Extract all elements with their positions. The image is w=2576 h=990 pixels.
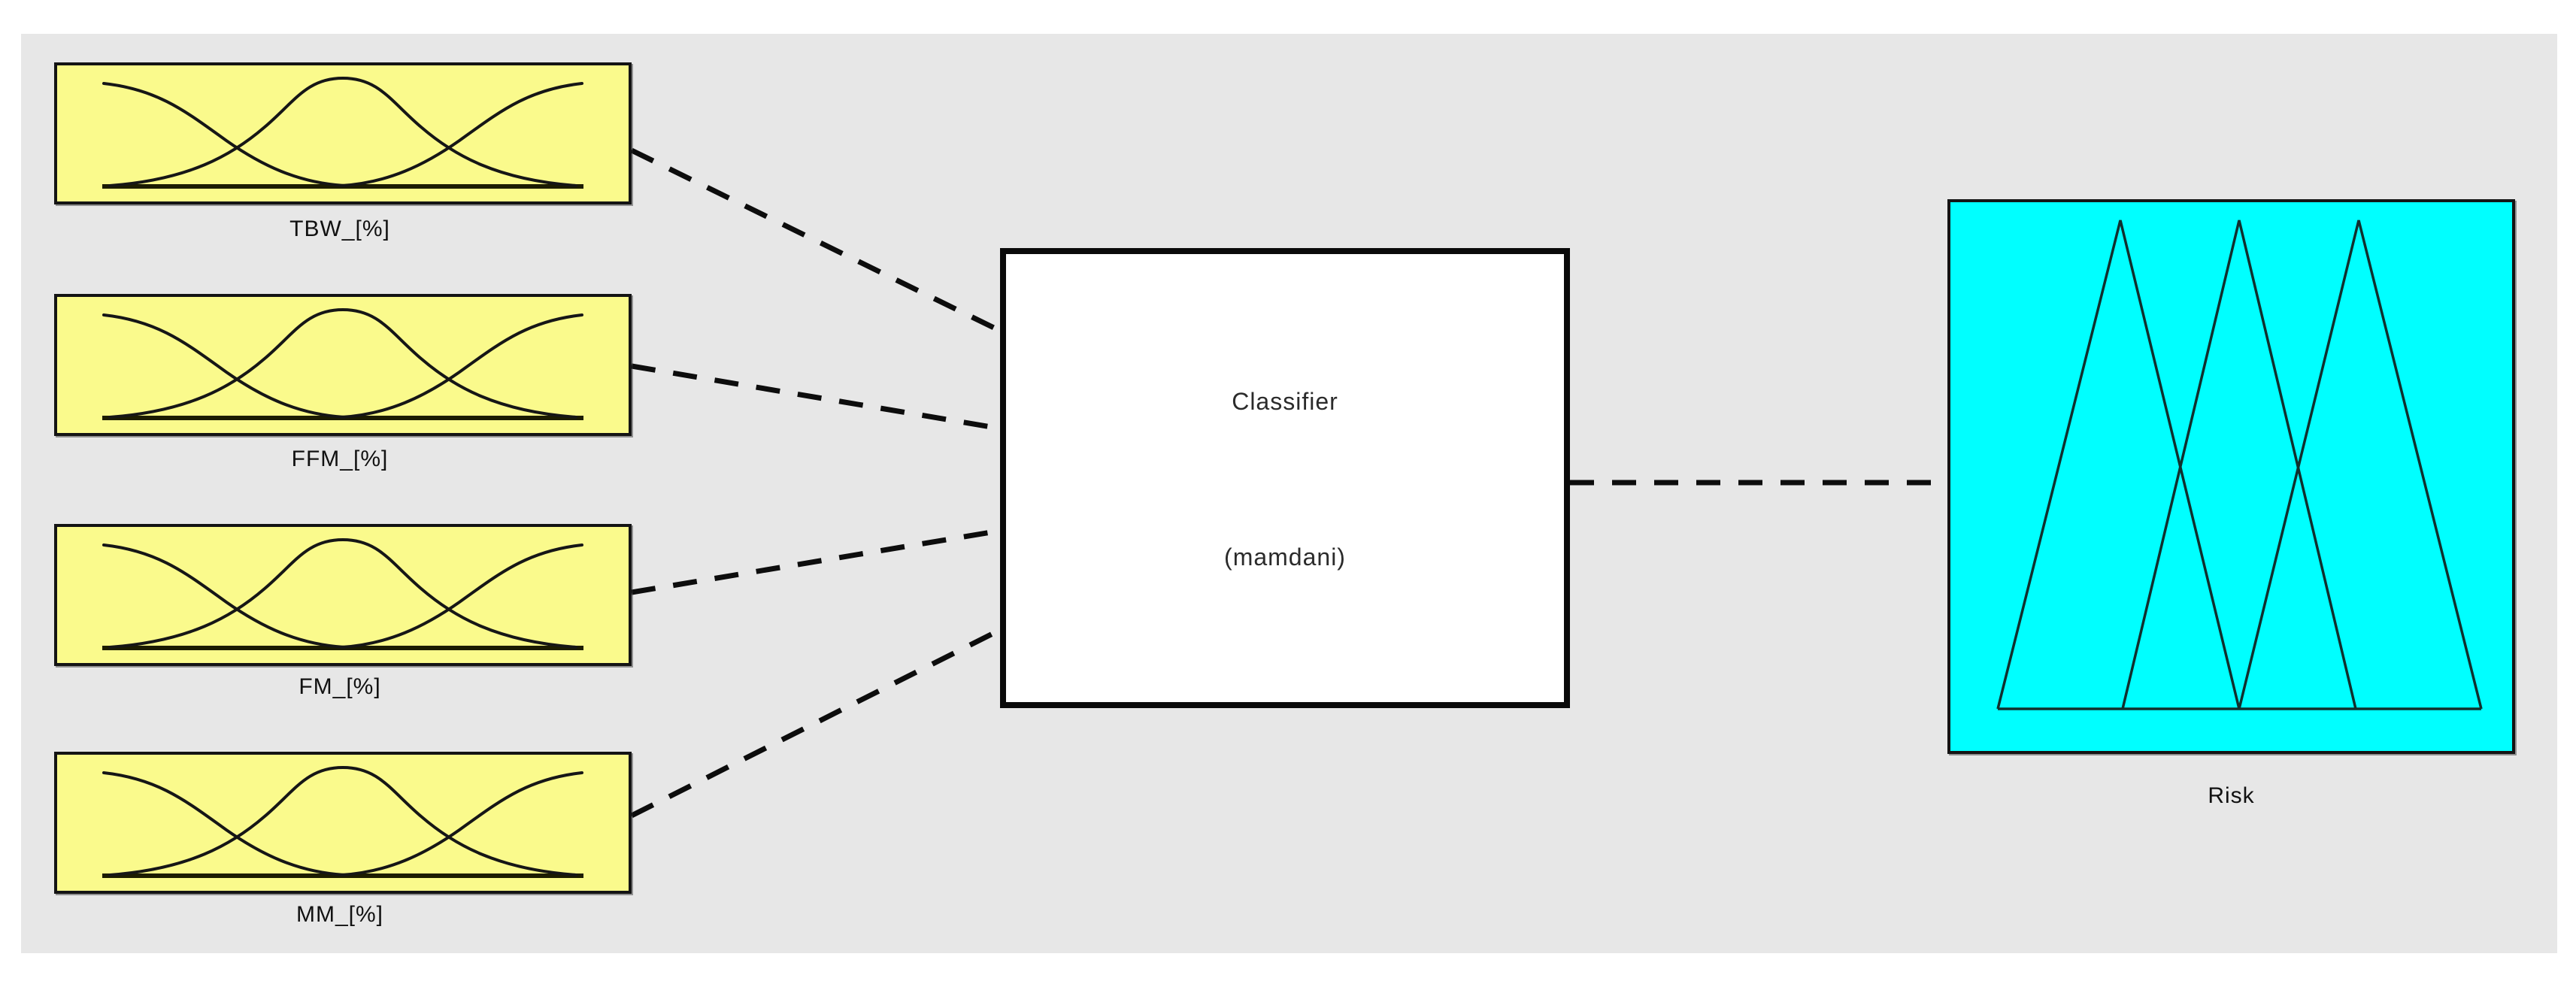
classifier-name: Classifier (1232, 388, 1338, 415)
classifier-type: (mamdani) (1224, 543, 1346, 571)
input-label-ffm: FFM_[%] (291, 447, 389, 471)
gaussian-mf-plot (102, 76, 583, 189)
classifier-box[interactable]: Classifier (mamdani) (1000, 248, 1570, 708)
gaussian-mf-plot (102, 765, 583, 878)
input-variable-box-fm[interactable] (54, 524, 632, 666)
input-label-tbw: TBW_[%] (289, 216, 390, 241)
gaussian-mf-plot (102, 537, 583, 650)
input-variable-box-tbw[interactable] (54, 62, 632, 204)
input-variable-box-ffm[interactable] (54, 294, 632, 436)
input-label-mm: MM_[%] (295, 902, 383, 927)
input-label-fm: FM_[%] (299, 674, 381, 699)
output-label-risk: Risk (2208, 783, 2255, 808)
gaussian-mf-plot (102, 307, 583, 420)
triangular-mf-plot (1996, 219, 2483, 710)
input-variable-box-mm[interactable] (54, 752, 632, 894)
output-variable-box-risk[interactable] (1947, 199, 2515, 754)
